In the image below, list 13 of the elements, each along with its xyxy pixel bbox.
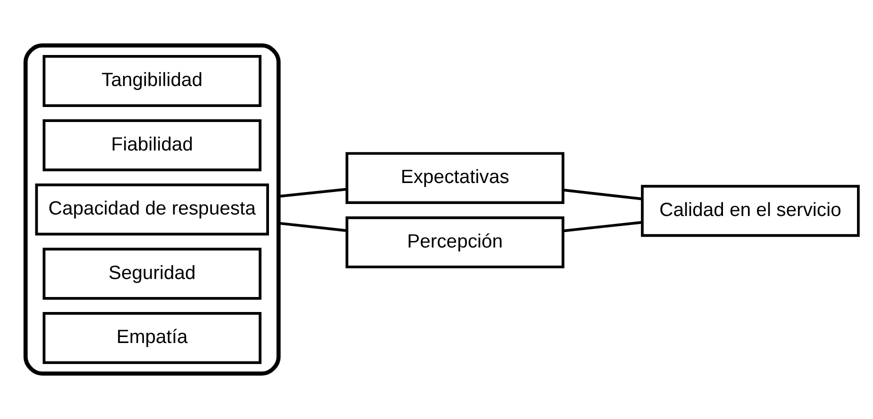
node-box: Percepción (346, 216, 564, 268)
node-box: Fiabilidad (42, 119, 262, 172)
connector (278, 222, 347, 232)
node-box: Calidad en el servicio (640, 184, 860, 237)
node-box: Seguridad (42, 248, 262, 300)
connector (278, 188, 347, 198)
node-box: Capacidad de respuesta (35, 184, 269, 236)
connector (563, 188, 642, 200)
connector (563, 221, 642, 232)
node-box: Empatía (42, 312, 262, 364)
node-box: Expectativas (346, 152, 564, 204)
cluster (24, 43, 281, 376)
node-box: Tangibilidad (42, 54, 262, 107)
